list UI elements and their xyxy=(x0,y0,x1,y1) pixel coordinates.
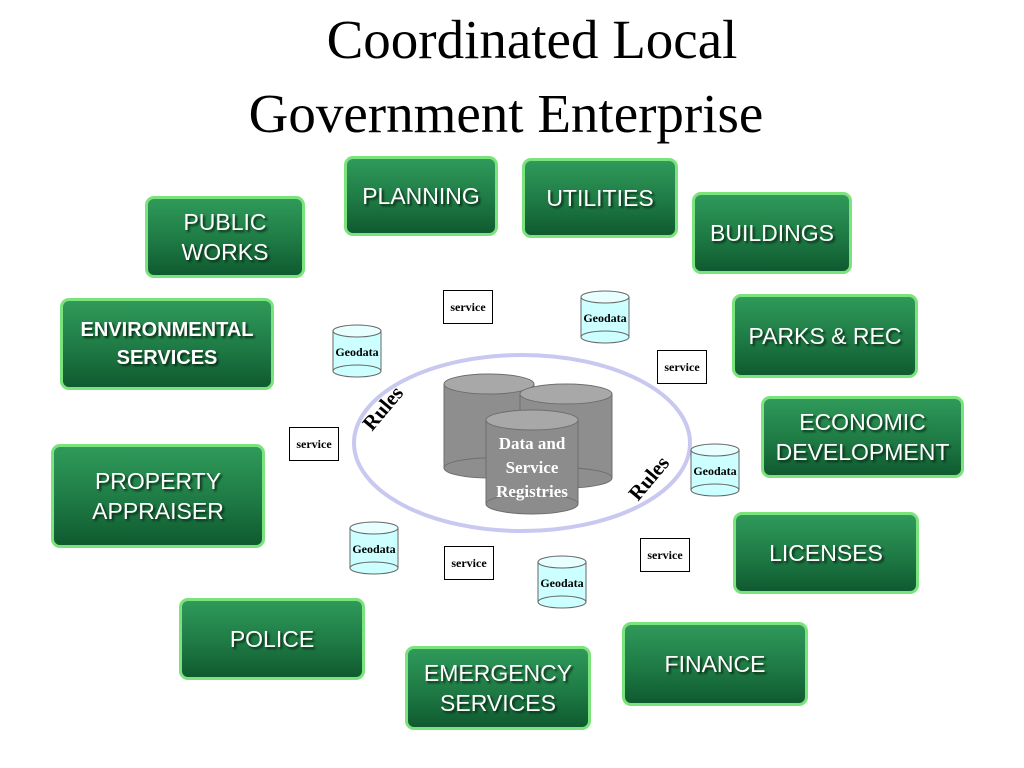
dept-property-appraiser[interactable]: PROPERTY APPRAISER xyxy=(51,444,265,548)
geodata-label: Geodata xyxy=(693,464,737,478)
dept-utilities[interactable]: UTILITIES xyxy=(522,158,678,238)
geodata-cylinder: Geodata xyxy=(536,554,588,610)
geodata-icon xyxy=(332,324,382,378)
geodata-cylinder: Geodata xyxy=(331,323,383,379)
geodata-icon xyxy=(690,443,740,497)
geodata-cylinder: Geodata xyxy=(579,289,631,345)
dept-economic-development[interactable]: ECONOMIC DEVELOPMENT xyxy=(761,396,964,478)
rules-label-right: Rules xyxy=(623,451,675,506)
geodata-label: Geodata xyxy=(352,542,396,556)
dept-licenses[interactable]: LICENSES xyxy=(733,512,919,594)
dept-environmental-services[interactable]: ENVIRONMENTAL SERVICES xyxy=(60,298,274,390)
registries-label: Data and Service Registries xyxy=(496,434,568,501)
service-box: service xyxy=(289,427,339,461)
geodata-label: Geodata xyxy=(540,576,584,590)
dept-finance[interactable]: FINANCE xyxy=(622,622,808,706)
geodata-label: Geodata xyxy=(583,311,627,325)
geodata-label: Geodata xyxy=(335,345,379,359)
dept-buildings[interactable]: BUILDINGS xyxy=(692,192,852,274)
geodata-cylinder: Geodata xyxy=(348,520,400,576)
service-box: service xyxy=(443,290,493,324)
dept-planning[interactable]: PLANNING xyxy=(344,156,498,236)
dept-public-works[interactable]: PUBLIC WORKS xyxy=(145,196,305,278)
dept-parks-rec[interactable]: PARKS & REC xyxy=(732,294,918,378)
geodata-icon xyxy=(349,521,399,575)
geodata-icon xyxy=(537,555,587,609)
dept-emergency-services[interactable]: EMERGENCY SERVICES xyxy=(405,646,591,730)
geodata-cylinder: Geodata xyxy=(689,442,741,498)
service-box: service xyxy=(657,350,707,384)
geodata-icon xyxy=(580,290,630,344)
title-line-1: Coordinated Local xyxy=(326,9,738,70)
title-line-2: Government Enterprise xyxy=(248,83,764,144)
service-box: service xyxy=(444,546,494,580)
rules-label-left: Rules xyxy=(357,381,409,436)
service-box: service xyxy=(640,538,690,572)
dept-police[interactable]: POLICE xyxy=(179,598,365,680)
